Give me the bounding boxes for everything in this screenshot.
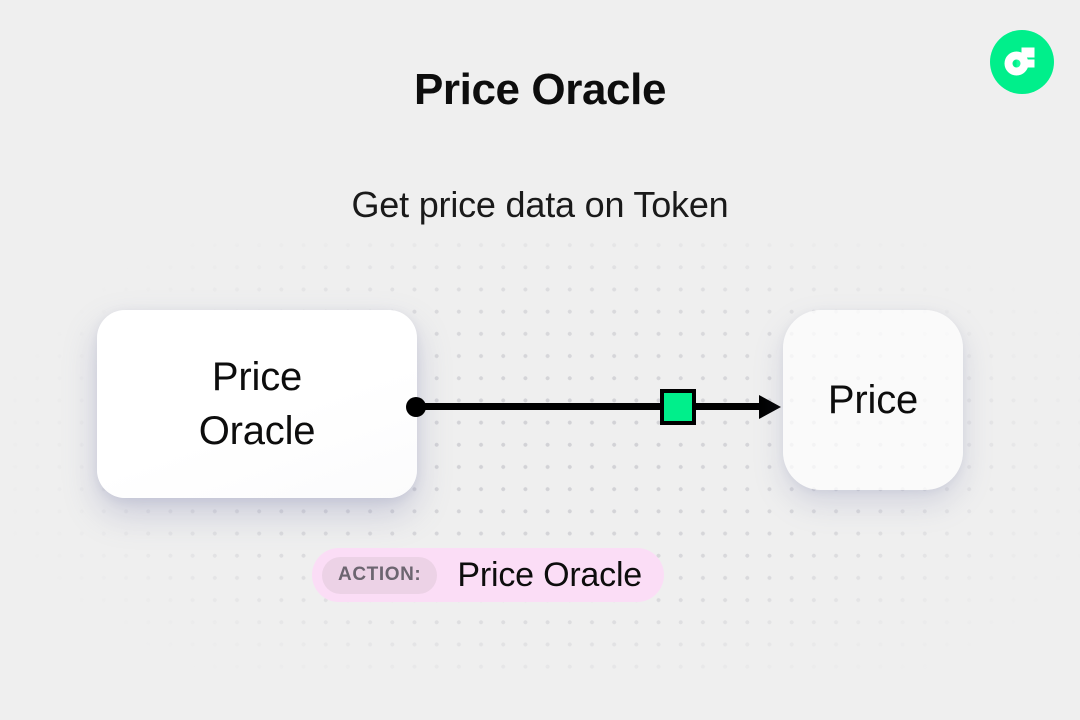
action-badge-value: Price Oracle — [457, 556, 643, 594]
node-price-label: Price — [827, 378, 919, 422]
node-price-oracle-label: Price Oracle — [198, 355, 316, 453]
node-price-oracle[interactable]: Price Oracle — [97, 310, 417, 498]
node-price[interactable]: Price — [783, 310, 963, 490]
connector-line — [416, 403, 765, 410]
page-subtitle: Get price data on Token — [351, 184, 729, 225]
connection-dot-icon[interactable] — [406, 397, 426, 417]
action-badge-tag: ACTION: — [322, 556, 438, 594]
green-square-marker-icon[interactable] — [660, 389, 696, 425]
page-title: Price Oracle — [413, 65, 667, 114]
action-badge[interactable]: ACTION: Price Oracle — [312, 548, 665, 602]
flow-logo-icon — [990, 30, 1054, 94]
arrow-right-icon — [759, 395, 781, 419]
